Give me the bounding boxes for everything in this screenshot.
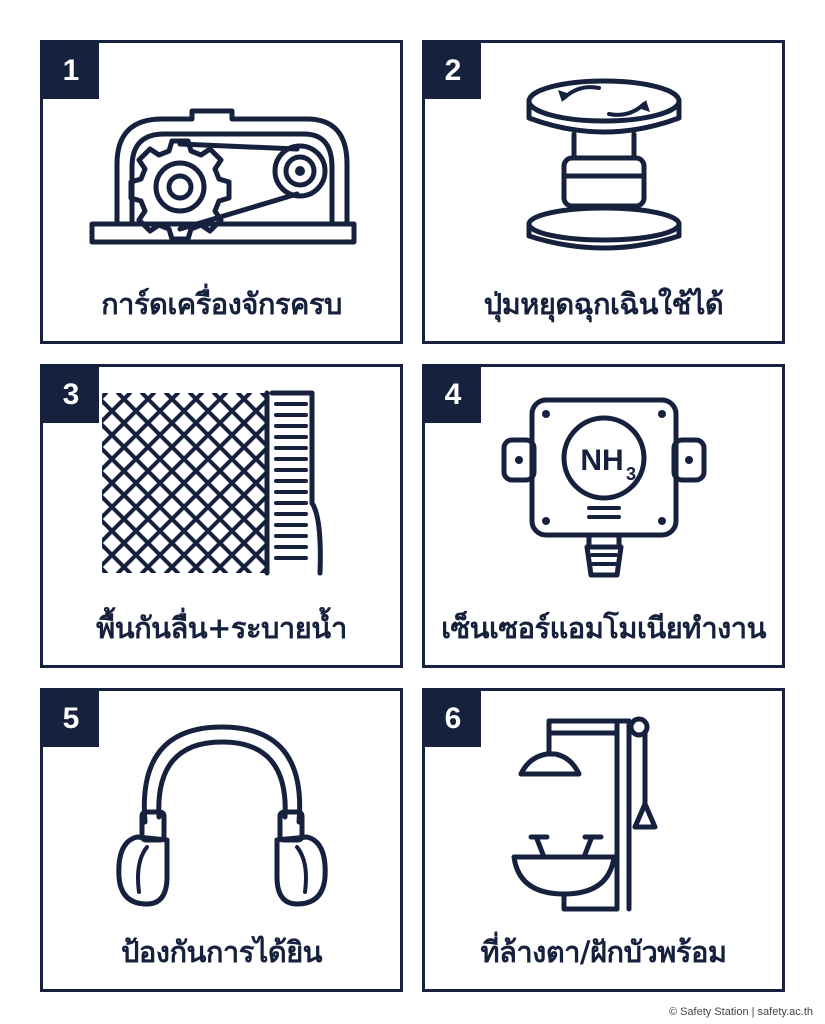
card-label: ที่ล้างตา/ฝักบัวพร้อม (480, 935, 727, 969)
emergency-stop-button-icon (425, 61, 782, 266)
card-label: ปุ่มหยุดฉุกเฉินใช้ได้ (483, 287, 724, 321)
card-eyewash-shower: 6 ที่ล้างตา/ฝักบัวพร้อม (422, 688, 785, 992)
card-anti-slip-floor: 3 พื้นกันลื่น+ระบายน้ำ (40, 364, 403, 668)
sensor-formula: NH (580, 444, 623, 477)
card-label: พื้นกันลื่น+ระบายน้ำ (96, 611, 347, 645)
anti-slip-floor-drain-icon (43, 385, 400, 590)
footer-credit: © Safety Station | safety.ac.th (668, 1006, 813, 1018)
machine-gear-guard-icon (43, 61, 400, 266)
card-hearing-protection: 5 ป้องกันการได้ยิน (40, 688, 403, 992)
eyewash-shower-icon (425, 709, 782, 914)
card-label: ป้องกันการได้ยิน (120, 935, 323, 969)
ammonia-sensor-icon: NH 3 (425, 385, 782, 590)
card-number: 3 (43, 367, 99, 423)
card-number: 4 (425, 367, 481, 423)
card-label: เซ็นเซอร์แอมโมเนียทำงาน (441, 611, 766, 645)
card-label: การ์ดเครื่องจักรครบ (101, 287, 342, 321)
card-number: 5 (43, 691, 99, 747)
card-number: 1 (43, 43, 99, 99)
card-number: 6 (425, 691, 481, 747)
card-machine-guard: 1 การ์ดเครื่องจักรครบ (40, 40, 403, 344)
card-ammonia-sensor: 4 NH 3 เซ็นเซอร์แอมโมเนียทำงาน (422, 364, 785, 668)
card-number: 2 (425, 43, 481, 99)
card-emergency-stop: 2 ปุ่มหยุดฉุกเฉินใช้ได้ (422, 40, 785, 344)
sensor-formula-subscript: 3 (625, 464, 635, 484)
hearing-protection-icon (43, 709, 400, 914)
